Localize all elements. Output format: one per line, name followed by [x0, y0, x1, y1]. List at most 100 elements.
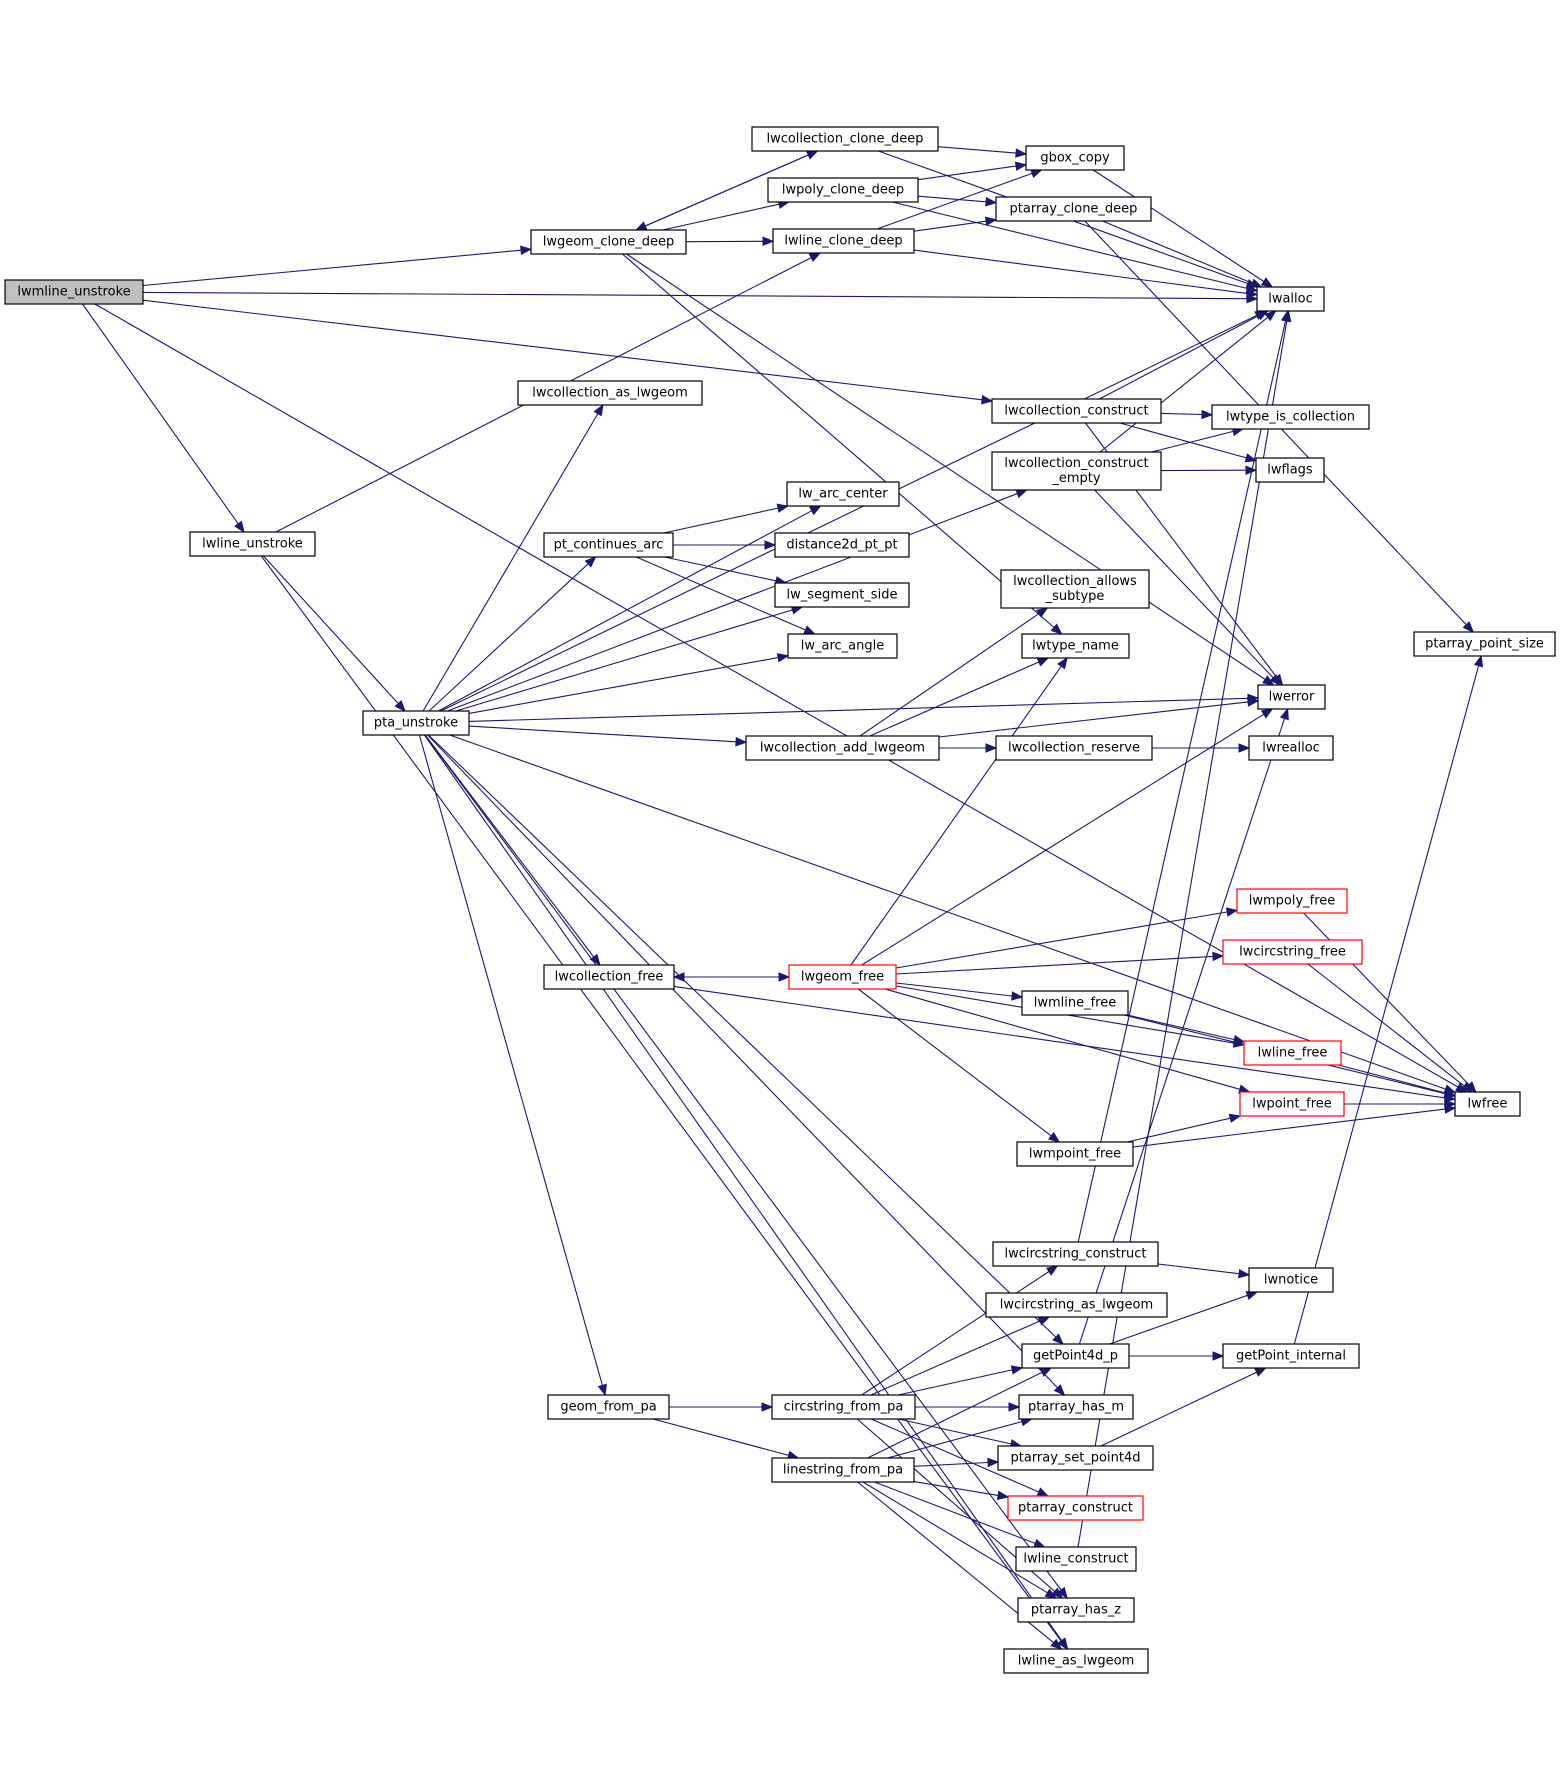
node-label: lwcollection_allows: [1013, 574, 1137, 589]
node-label: lwgeom_clone_deep: [543, 235, 675, 250]
edge-lwmline-unstroke-to-lwalloc: [142, 291, 1259, 304]
node-lwcollection-construct-empty[interactable]: lwcollection_construct_empty: [991, 451, 1162, 491]
edge-arrowhead: [1030, 169, 1043, 178]
node-lwgeom-clone-deep[interactable]: lwgeom_clone_deep: [530, 229, 687, 255]
node-ptarray-set-point4d[interactable]: ptarray_set_point4d: [997, 1445, 1154, 1471]
node-lwcollection-allows-subtype[interactable]: lwcollection_allows_subtype: [1000, 569, 1150, 609]
node-lwcircstring-free[interactable]: lwcircstring_free: [1222, 939, 1363, 965]
edge-pta-unstroke-to-lwline-as-lwgeom: [423, 734, 1069, 1651]
node-ptarray-clone-deep[interactable]: ptarray_clone_deep: [995, 196, 1152, 222]
edge-lwcollection-clone-deep-to-gbox-copy: [937, 146, 1028, 158]
node-lwline-free[interactable]: lwline_free: [1243, 1040, 1342, 1066]
node-lwcircstring-as-lwgeom[interactable]: lwcircstring_as_lwgeom: [985, 1292, 1168, 1318]
node-lwerror[interactable]: lwerror: [1257, 684, 1326, 710]
node-lwline-construct[interactable]: lwline_construct: [1015, 1546, 1137, 1572]
node-lwcircstring-construct[interactable]: lwcircstring_construct: [992, 1241, 1159, 1267]
edge-lwcollection-add-lwgeom-to-lwcollection-allows-subtype: [859, 607, 1049, 737]
edge-arrowhead: [776, 503, 790, 513]
edge-line: [1077, 320, 1288, 1548]
edge-line: [263, 555, 399, 704]
node-lwline-as-lwgeom[interactable]: lwline_as_lwgeom: [1003, 1648, 1149, 1674]
node-lw-segment-side[interactable]: lw_segment_side: [774, 582, 910, 608]
node-lw-arc-angle[interactable]: lw_arc_angle: [787, 633, 898, 659]
node-lwcollection-reserve[interactable]: lwcollection_reserve: [995, 735, 1153, 761]
node-lwmline-unstroke[interactable]: lwmline_unstroke: [4, 279, 144, 305]
node-lwpoly-clone-deep[interactable]: lwpoly_clone_deep: [767, 177, 919, 203]
node-lwalloc[interactable]: lwalloc: [1256, 286, 1325, 312]
node-pta-unstroke[interactable]: pta_unstroke: [362, 710, 470, 736]
node-label: lwcollection_construct: [1004, 456, 1148, 471]
node-linestring-from-pa[interactable]: linestring_from_pa: [771, 1457, 915, 1483]
node-lwline-unstroke[interactable]: lwline_unstroke: [189, 531, 316, 557]
node-lwline-clone-deep[interactable]: lwline_clone_deep: [772, 228, 915, 254]
edge-arrowhead: [589, 953, 601, 967]
node-box: [547, 1394, 670, 1420]
node-lwtype-is-collection[interactable]: lwtype_is_collection: [1211, 404, 1370, 430]
node-label: distance2d_pt_pt: [786, 538, 897, 553]
node-box: [767, 177, 919, 203]
edge-line: [867, 1371, 1043, 1459]
edge-pta-unstroke-to-ptarray-has-z: [424, 734, 1068, 1600]
node-lwfree[interactable]: lwfree: [1454, 1091, 1521, 1117]
edge-arrowhead: [520, 245, 533, 255]
node-box: [997, 1445, 1154, 1471]
node-lwgeom-free[interactable]: lwgeom_free: [788, 964, 897, 990]
node-label: lwtype_is_collection: [1226, 410, 1355, 425]
node-ptarray-has-m[interactable]: ptarray_has_m: [1018, 1394, 1134, 1420]
edge-arrowhead: [996, 1490, 1010, 1500]
edge-pta-unstroke-to-lwcollection-add-lwgeom: [468, 725, 748, 747]
node-lwmpoly-free[interactable]: lwmpoly_free: [1236, 888, 1348, 914]
node-lwmline-free[interactable]: lwmline_free: [1021, 990, 1129, 1016]
edge-arrowhead: [1057, 656, 1068, 670]
edge-line: [1077, 320, 1287, 1243]
node-gbox-copy[interactable]: gbox_copy: [1025, 145, 1125, 171]
edge-line: [468, 697, 1249, 722]
edge-line: [622, 253, 1055, 628]
edge-arrowhead: [984, 216, 998, 226]
node-lwmpoint-free[interactable]: lwmpoint_free: [1016, 1141, 1134, 1167]
node-geom-from-pa[interactable]: geom_from_pa: [547, 1394, 670, 1420]
node-getPoint4d-p[interactable]: getPoint4d_p: [1021, 1343, 1130, 1369]
edge-lwgeom-free-to-lwcollection-free: [672, 972, 789, 982]
edge-lwgeom-clone-deep-to-lwtype-name: [622, 253, 1063, 635]
node-label: ptarray_set_point4d: [1011, 1451, 1141, 1466]
edge-arrowhead: [981, 395, 994, 405]
node-lwnotice[interactable]: lwnotice: [1248, 1267, 1334, 1293]
node-circstring-from-pa[interactable]: circstring_from_pa: [771, 1394, 916, 1420]
node-lwcollection-clone-deep[interactable]: lwcollection_clone_deep: [751, 126, 939, 152]
node-lwflags[interactable]: lwflags: [1255, 457, 1325, 483]
node-lwcollection-construct[interactable]: lwcollection_construct: [991, 398, 1162, 424]
node-box: [751, 126, 939, 152]
node-lwpoint-free[interactable]: lwpoint_free: [1239, 1091, 1345, 1117]
edge-lwgeom-free-to-lwmpoly-free: [895, 907, 1239, 969]
node-lw-arc-center[interactable]: lw_arc_center: [786, 481, 900, 507]
node-pt-continues-arc[interactable]: pt_continues_arc: [543, 532, 674, 558]
node-label: lwmline_free: [1034, 996, 1117, 1011]
edge-line: [1109, 1294, 1248, 1345]
node-lwcollection-as-lwgeom[interactable]: lwcollection_as_lwgeom: [517, 380, 703, 406]
node-getPoint-internal[interactable]: getPoint_internal: [1222, 1343, 1360, 1369]
node-box: [1018, 1394, 1134, 1420]
edge-pta-unstroke-to-lwcollection-construct-empty: [447, 489, 1028, 712]
node-ptarray-construct[interactable]: ptarray_construct: [1007, 1495, 1144, 1521]
node-lwrealloc[interactable]: lwrealloc: [1248, 735, 1334, 761]
edge-arrowhead: [1015, 489, 1028, 499]
node-label: lwcircstring_as_lwgeom: [1000, 1298, 1153, 1313]
edge-line: [857, 988, 1052, 1137]
edge-lwcollection-construct-to-lwflags: [1119, 422, 1258, 463]
node-box: [1413, 631, 1556, 657]
edge-lwmpoint-free-to-lwfree: [1132, 1104, 1457, 1148]
node-label: lwline_unstroke: [202, 537, 303, 552]
edge-line: [653, 1418, 789, 1456]
edge-arrowhead: [1050, 1638, 1063, 1650]
node-ptarray-has-z[interactable]: ptarray_has_z: [1017, 1597, 1135, 1623]
edge-line: [897, 1418, 1012, 1445]
node-lwcollection-add-lwgeom[interactable]: lwcollection_add_lwgeom: [745, 735, 940, 761]
node-lwtype-name[interactable]: lwtype_name: [1021, 633, 1130, 659]
edge-line: [468, 657, 779, 714]
edge-line: [422, 413, 599, 712]
node-distance2d-pt-pt[interactable]: distance2d_pt_pt: [774, 532, 910, 558]
node-ptarray-point-size[interactable]: ptarray_point_size: [1413, 631, 1556, 657]
node-label: _empty: [1051, 471, 1101, 486]
node-lwcollection-free[interactable]: lwcollection_free: [543, 964, 675, 990]
